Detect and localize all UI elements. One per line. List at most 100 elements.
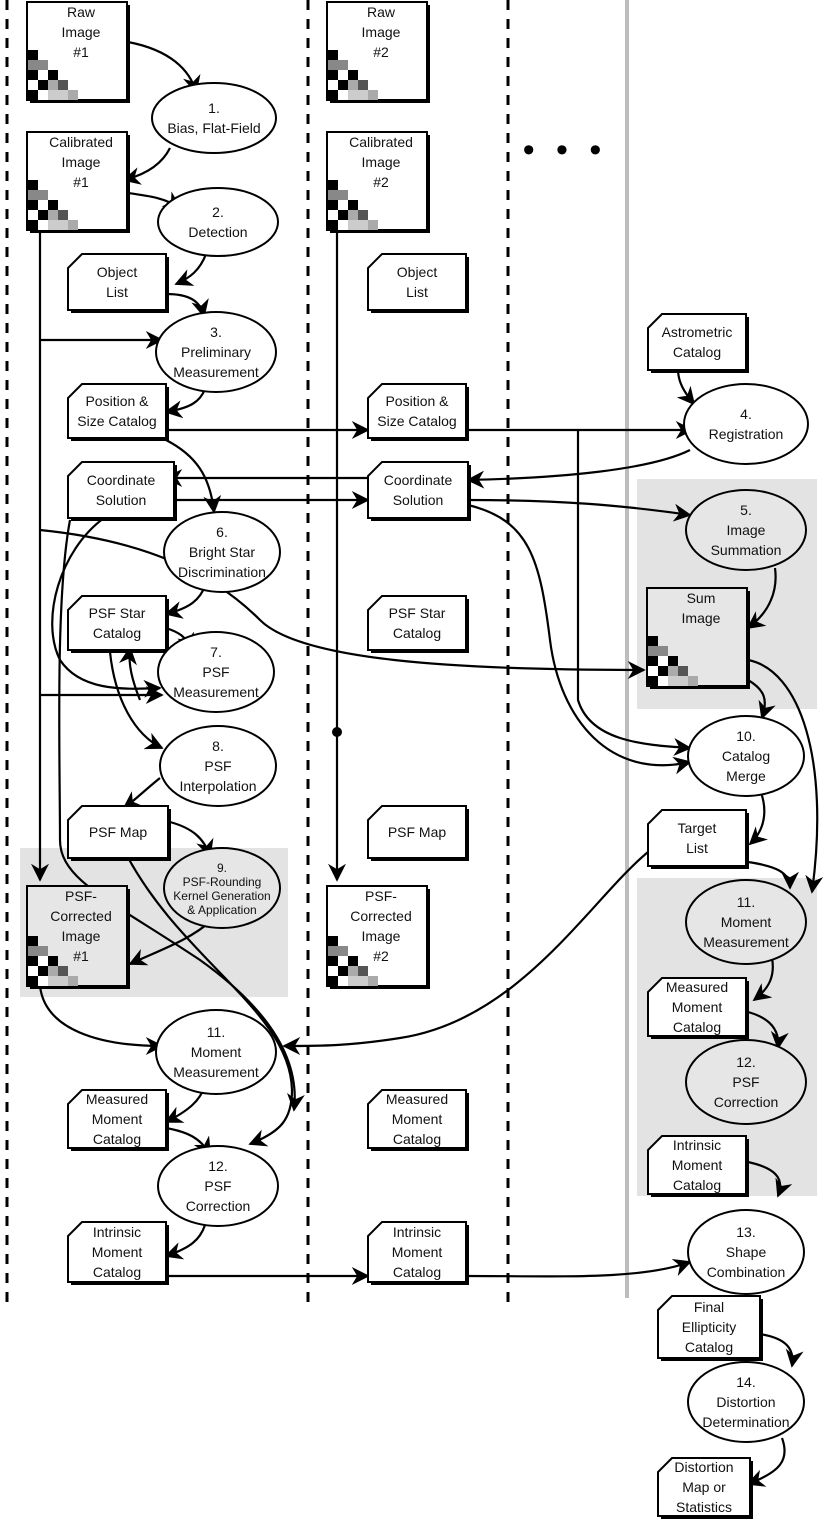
pixel-cell bbox=[358, 210, 368, 220]
node-ellipse bbox=[685, 489, 807, 571]
node-label: Solution bbox=[393, 492, 444, 508]
pixel-cell bbox=[48, 70, 58, 80]
pixel-cell bbox=[28, 976, 38, 986]
pixel-cell bbox=[28, 956, 38, 966]
pixel-cell bbox=[328, 210, 338, 220]
node-label: Bright Star bbox=[189, 544, 255, 560]
node-label: Correction bbox=[714, 1094, 779, 1110]
node-label: Catalog bbox=[393, 1131, 441, 1147]
node-label: Catalog bbox=[685, 1339, 733, 1355]
pixel-cell bbox=[348, 966, 358, 976]
node-box bbox=[67, 253, 167, 311]
node-label: Merge bbox=[726, 768, 766, 784]
arrow bbox=[465, 1259, 692, 1278]
pixel-cell bbox=[338, 946, 348, 956]
position-size-catalog-2: Position &Size Catalog bbox=[367, 383, 469, 441]
arrow bbox=[748, 789, 768, 846]
node-label: 4. bbox=[740, 406, 752, 422]
node-box bbox=[367, 805, 467, 859]
node-box bbox=[67, 1221, 167, 1283]
node-label: Corrected bbox=[50, 908, 111, 924]
node-label: Size Catalog bbox=[377, 413, 456, 429]
pixel-cell bbox=[68, 976, 78, 986]
node-label: Moment bbox=[721, 914, 772, 930]
arrow bbox=[39, 528, 646, 679]
node-ellipse bbox=[687, 1209, 805, 1295]
node-ellipse bbox=[155, 311, 277, 393]
node-box bbox=[647, 977, 747, 1037]
node-ellipse bbox=[157, 187, 279, 257]
node-label: Image bbox=[362, 154, 401, 170]
node-ellipse bbox=[155, 1009, 277, 1095]
pixel-cell bbox=[328, 60, 338, 70]
node-label: #1 bbox=[73, 948, 89, 964]
pixel-cell bbox=[328, 946, 338, 956]
pixel-cell bbox=[358, 976, 368, 986]
pixel-cell bbox=[338, 210, 348, 220]
arrow bbox=[747, 860, 799, 890]
arrow bbox=[164, 1224, 207, 1260]
pixel-cell bbox=[38, 956, 48, 966]
arrow bbox=[759, 1332, 804, 1368]
node-label: Calibrated bbox=[349, 134, 413, 150]
pixel-cell bbox=[658, 656, 668, 666]
node-label: Ellipticity bbox=[682, 1319, 736, 1335]
node-label: List bbox=[406, 284, 428, 300]
node-label: Target bbox=[678, 820, 717, 836]
pixel-cell bbox=[28, 200, 38, 210]
node-label: Detection bbox=[188, 224, 247, 240]
node-label: Raw bbox=[67, 4, 96, 20]
node-label: Intrinsic bbox=[673, 1137, 721, 1153]
node-label: Catalog bbox=[93, 625, 141, 641]
pixel-cell bbox=[648, 666, 658, 676]
node-label: Astrometric bbox=[662, 324, 733, 340]
node-label: Discrimination bbox=[178, 564, 266, 580]
arrow bbox=[676, 368, 696, 406]
arrow bbox=[746, 567, 777, 630]
pixel-cell bbox=[28, 80, 38, 90]
node-label: 2. bbox=[212, 204, 224, 220]
node-label: Moment bbox=[92, 1111, 143, 1127]
position-size-catalog-1: Position &Size Catalog bbox=[67, 383, 169, 441]
node-box bbox=[67, 383, 167, 439]
pixel-cell bbox=[668, 656, 678, 666]
pixel-cell bbox=[338, 90, 348, 100]
pixel-cell bbox=[368, 220, 378, 230]
node-label: Image bbox=[62, 24, 101, 40]
pixel-cell bbox=[678, 676, 688, 686]
arrow bbox=[747, 679, 776, 720]
node-label: Sum bbox=[687, 590, 716, 606]
pixel-cell bbox=[48, 966, 58, 976]
node-label: Image bbox=[727, 522, 766, 538]
node-label: Statistics bbox=[676, 1499, 732, 1515]
node-box bbox=[657, 1295, 761, 1359]
node-label: Solution bbox=[96, 492, 147, 508]
pixel-cell bbox=[28, 210, 38, 220]
pixel-cell bbox=[348, 976, 358, 986]
node-label: Correction bbox=[186, 1198, 251, 1214]
node-label: Image bbox=[682, 610, 721, 626]
node-box bbox=[647, 313, 747, 371]
node-label: Shape bbox=[726, 1244, 767, 1260]
step-2-detection: 2. Detection bbox=[157, 187, 279, 257]
node-label: #1 bbox=[73, 44, 89, 60]
arrow bbox=[746, 1437, 786, 1487]
arrow bbox=[747, 658, 824, 894]
node-label: Raw bbox=[367, 4, 396, 20]
